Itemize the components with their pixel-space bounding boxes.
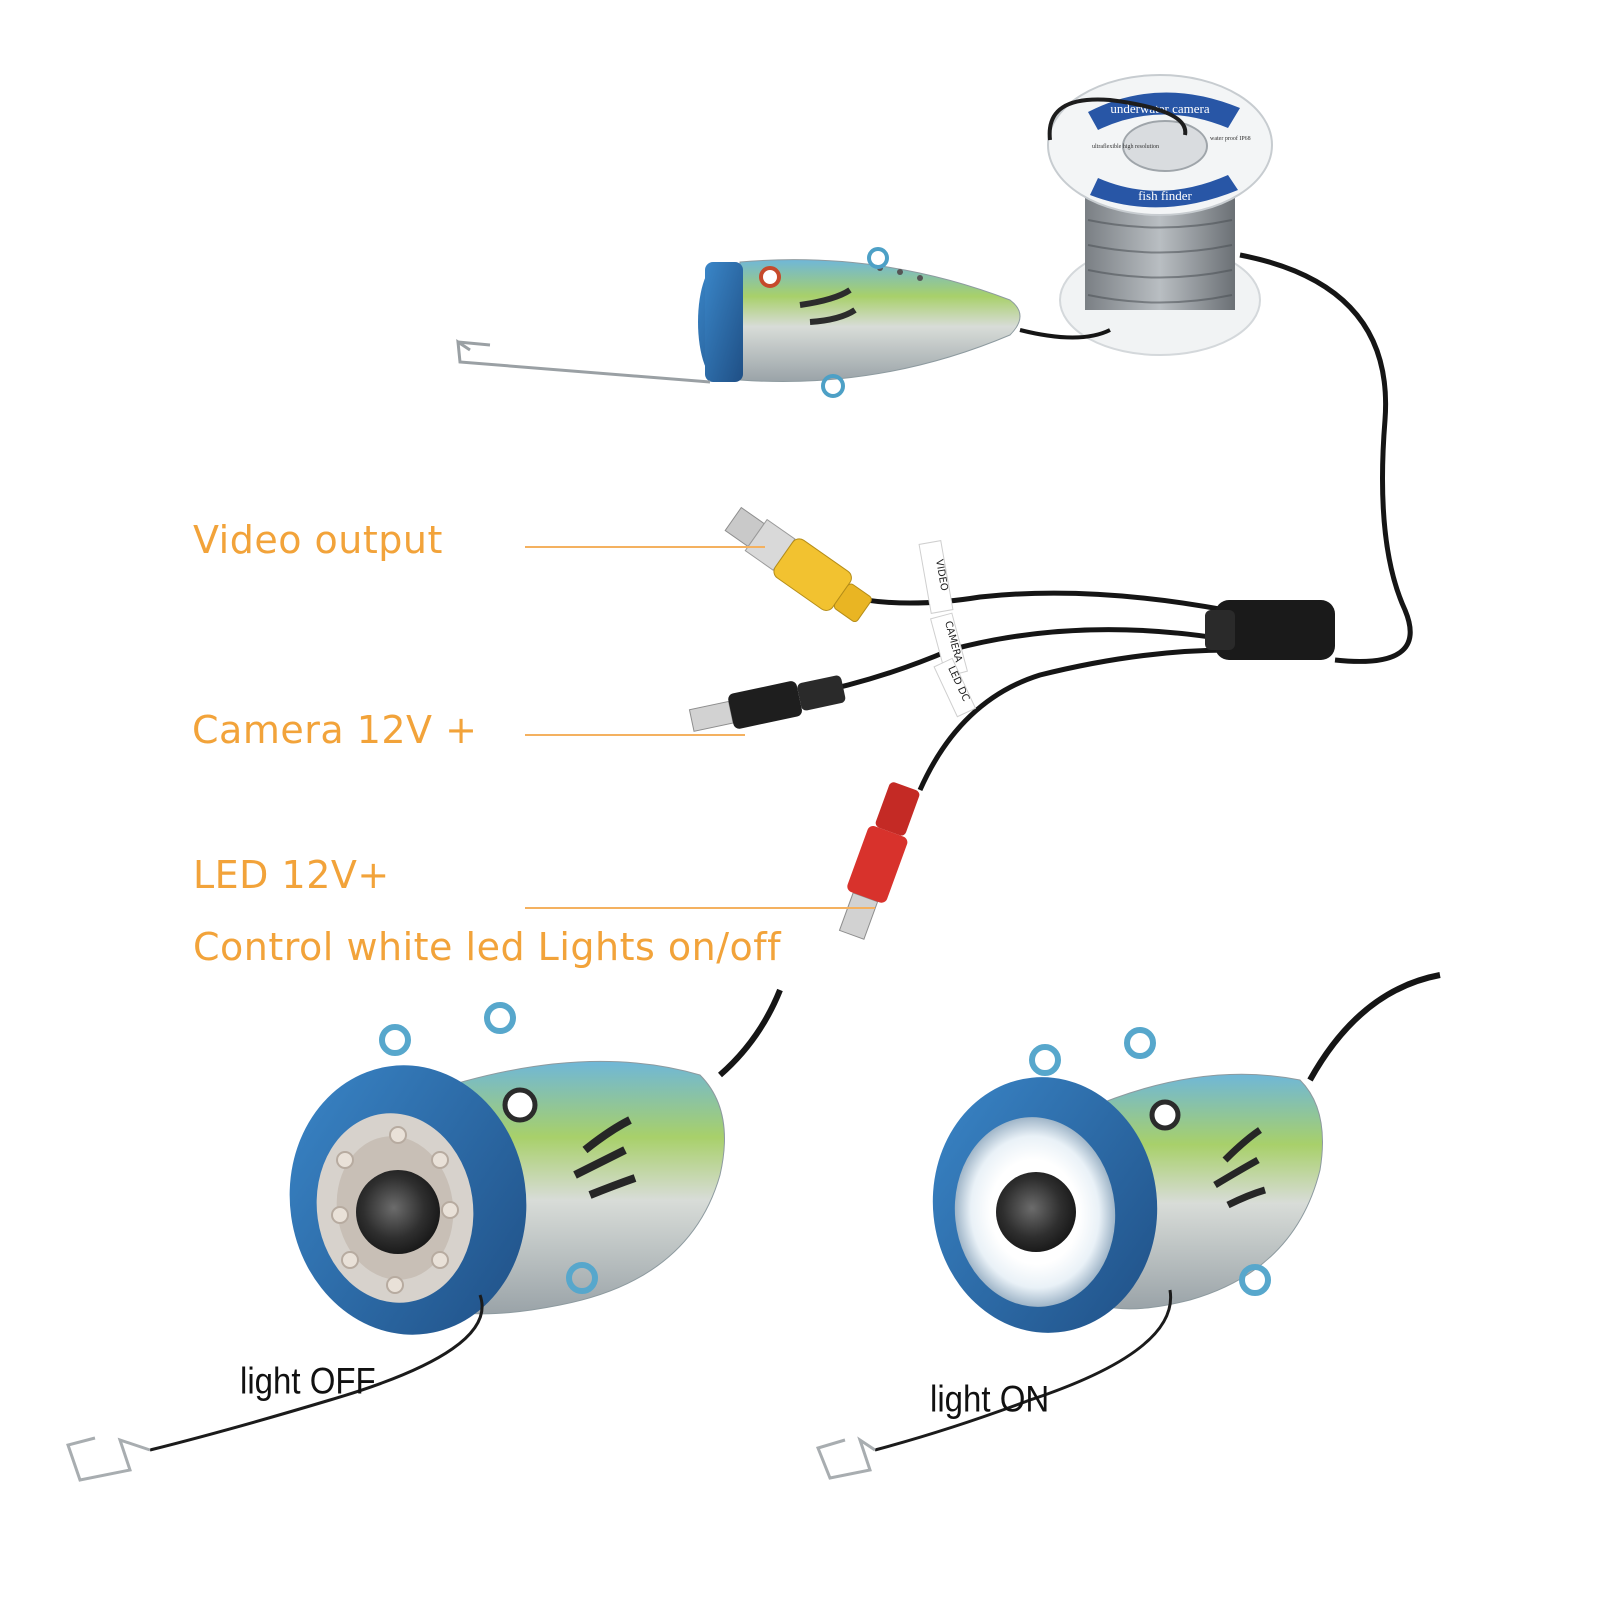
- camera-light-on: [815, 972, 1441, 1480]
- leader-video-output: [525, 546, 765, 548]
- cable-spool: underwater camera fish finder ultraflexi…: [1047, 74, 1273, 356]
- dc-camera-connector: [688, 675, 846, 732]
- tag-video-text: VIDEO: [933, 559, 949, 592]
- spool-label-left-text: ultraflexible high resolution: [1092, 143, 1159, 150]
- spool-label-right-text: water proof IP68: [1210, 135, 1251, 142]
- light-on-caption: light ON: [930, 1377, 1050, 1420]
- leader-led-power: [525, 907, 875, 909]
- light-off-caption: light OFF: [240, 1359, 376, 1402]
- led-power-label: LED 12V+: [193, 853, 390, 897]
- camera-top-view: [456, 247, 1021, 398]
- spool-band-bottom-text: fish finder: [1138, 188, 1192, 203]
- leader-camera-power: [525, 734, 745, 736]
- camera-light-off: [66, 988, 783, 1482]
- main-cable: [1239, 252, 1413, 664]
- led-control-note: Control white led Lights on/off: [193, 925, 782, 969]
- dc-led-connector: [838, 782, 920, 940]
- rca-video-connector: [724, 506, 872, 623]
- camera-power-label: Camera 12V +: [192, 708, 478, 752]
- cable-splitter: VIDEO CAMERA LED DC: [804, 540, 1335, 792]
- video-output-label: Video output: [193, 518, 443, 562]
